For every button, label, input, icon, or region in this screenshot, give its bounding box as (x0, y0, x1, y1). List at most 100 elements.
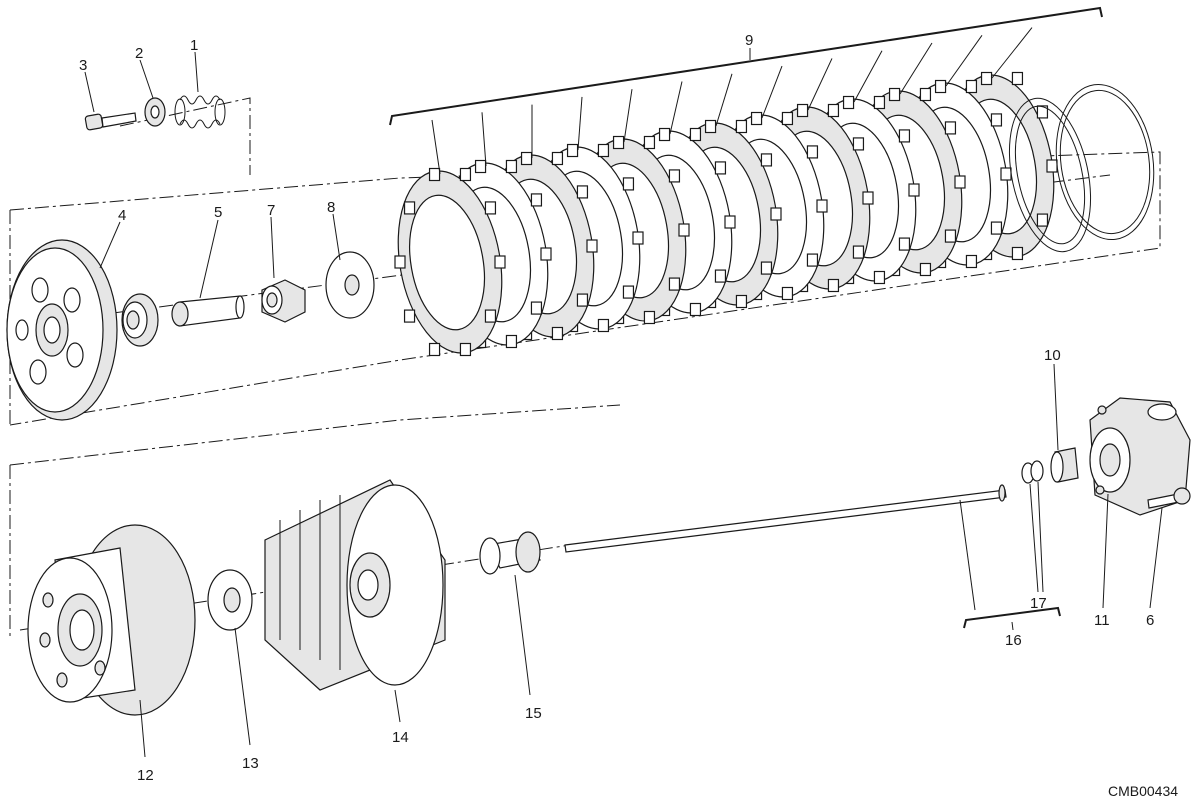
plate-tab (403, 309, 416, 323)
plate-tab (643, 135, 656, 150)
plate-tab (586, 239, 598, 253)
part-11-slave-cylinder (1089, 397, 1191, 516)
callout-1: 1 (190, 37, 198, 54)
plate-tab (678, 223, 690, 237)
part-7-nut (261, 279, 306, 323)
plate-tab (612, 135, 625, 150)
plate-tab (551, 326, 564, 341)
bracket-part-9 (389, 6, 1103, 126)
plate-tab (735, 294, 748, 309)
plate-tab (566, 143, 579, 158)
part-9-retaining-rings (1008, 83, 1155, 253)
plate-tab (428, 167, 441, 182)
plate-leader (431, 119, 441, 175)
plate-leader (481, 112, 487, 167)
plate-leader (577, 96, 583, 151)
plate-tab (735, 119, 748, 134)
plate-tab (954, 175, 966, 189)
plate-tab (668, 169, 681, 183)
part-5-bearing-and-pushrod (121, 293, 245, 347)
plate-tab (1046, 159, 1058, 173)
plate-tab (816, 199, 828, 213)
plate-leader (945, 35, 983, 87)
plate-tab (750, 111, 763, 126)
plate-tab (919, 262, 932, 277)
plate-tab (714, 269, 727, 283)
plate-tab (760, 261, 773, 275)
plate-leader (853, 50, 883, 103)
plate-tab (530, 301, 543, 315)
plate-tab (622, 285, 635, 299)
part-16-pushrod (564, 484, 1007, 553)
callout-7: 7 (267, 202, 275, 219)
plate-tab (622, 177, 635, 191)
part-15-bushing (479, 531, 541, 575)
plate-leader (807, 58, 833, 111)
plate-leader (991, 27, 1033, 79)
plate-tab (597, 318, 610, 333)
plate-tab (919, 87, 932, 102)
plate-tab (781, 286, 794, 301)
plate-tab (597, 143, 610, 158)
plate-tab (576, 185, 589, 199)
callout-10: 10 (1044, 347, 1061, 364)
plate-tab (1036, 105, 1049, 119)
plate-tab (827, 278, 840, 293)
clutch-plate-inner (409, 194, 486, 331)
plate-tab (643, 310, 656, 325)
plate-tab (806, 253, 819, 267)
plate-tab (459, 342, 472, 357)
part-10-piston (1050, 447, 1079, 483)
plate-tab (576, 293, 589, 307)
plate-tab (1011, 246, 1024, 261)
plate-tab (990, 221, 1003, 235)
plate-tab (965, 79, 978, 94)
plate-tab (668, 277, 681, 291)
callout-2: 2 (135, 45, 143, 62)
plate-tab (530, 193, 543, 207)
plate-tab (632, 231, 644, 245)
plate-leader (669, 81, 683, 135)
plate-tab (980, 71, 993, 86)
plate-tab (873, 270, 886, 285)
plate-tab (781, 111, 794, 126)
part-6-screw (1147, 487, 1191, 509)
part-1-spring (174, 95, 226, 129)
drawing-code: CMB00434 (1108, 783, 1178, 799)
plate-tab (494, 255, 506, 269)
callout-6: 6 (1146, 612, 1154, 629)
callout-5: 5 (214, 204, 222, 221)
plate-tab (403, 201, 416, 215)
plate-tab (484, 201, 497, 215)
plate-tab (689, 127, 702, 142)
plate-tab (898, 129, 911, 143)
plate-tab (658, 127, 671, 142)
plate-tab (760, 153, 773, 167)
plate-tab (806, 145, 819, 159)
plate-tab (689, 302, 702, 317)
plate-tab (934, 79, 947, 94)
plate-tab (551, 151, 564, 166)
plate-tab (505, 159, 518, 174)
bracket-part-9-leaders (431, 27, 1033, 175)
plate-tab (540, 247, 552, 261)
plate-leader (899, 42, 933, 95)
plate-leader (623, 89, 633, 143)
callout-9: 9 (745, 32, 753, 49)
plate-tab (484, 309, 497, 323)
callout-14: 14 (392, 729, 409, 746)
plate-tab (1011, 71, 1024, 86)
plate-tab (505, 334, 518, 349)
part-12-clutch-hub (27, 524, 196, 716)
callout-12: 12 (137, 767, 154, 784)
part-13-thrust-washer (207, 569, 253, 631)
plate-tab (852, 245, 865, 259)
plate-tab (1036, 213, 1049, 227)
part-14-clutch-housing (264, 479, 446, 691)
plate-tab (704, 119, 717, 134)
plate-tab (520, 151, 533, 166)
plate-leader (761, 65, 783, 119)
part-8-washer (325, 251, 375, 319)
callout-16: 16 (1005, 632, 1022, 649)
part-9-clutch-plate-stack (394, 71, 1058, 357)
